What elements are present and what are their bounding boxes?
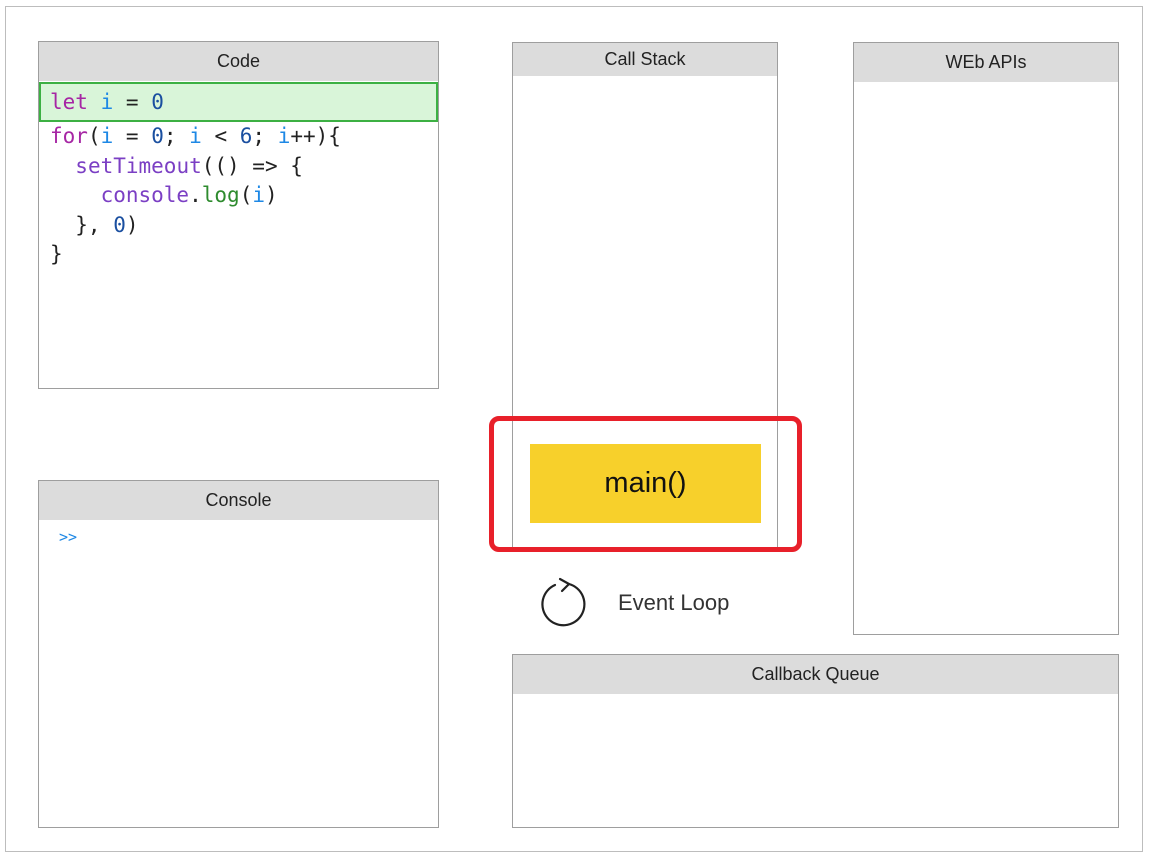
call-stack-attention-box xyxy=(489,416,802,552)
code-line-current: let i = 0 xyxy=(39,82,438,122)
code-token: console xyxy=(100,183,190,207)
code-token: ) xyxy=(125,212,139,237)
code-line: setTimeout(() => { xyxy=(39,152,438,182)
code-token: }, xyxy=(50,212,114,237)
code-token: . xyxy=(189,183,202,207)
code-token: = xyxy=(113,90,152,114)
code-token: for xyxy=(50,124,88,148)
console-prompt: >> xyxy=(59,528,78,546)
code-token xyxy=(50,183,101,207)
code-token: ; xyxy=(163,124,190,148)
code-token: let xyxy=(50,90,88,114)
console-panel-title: Console xyxy=(39,481,438,520)
code-token: ++){ xyxy=(290,124,341,148)
web-apis-panel: WEb APIs xyxy=(853,42,1119,635)
console-panel: Console >> xyxy=(38,480,439,828)
code-token: i xyxy=(277,124,291,148)
event-loop-label: Event Loop xyxy=(618,590,730,615)
code-panel-title: Code xyxy=(39,42,438,81)
loop-arrow-icon xyxy=(541,577,586,627)
code-token: } xyxy=(50,242,63,266)
code-token: ( xyxy=(239,183,253,207)
code-token: i xyxy=(252,183,265,207)
code-token: ( xyxy=(87,124,101,148)
code-token: 0 xyxy=(151,124,164,148)
web-apis-title: WEb APIs xyxy=(854,43,1118,82)
code-line: for(i = 0; i < 6; i++){ xyxy=(39,122,438,152)
call-stack-frame-main: main() xyxy=(530,444,761,523)
event-loop: Event Loop xyxy=(538,577,729,629)
code-token: 0 xyxy=(151,90,164,114)
code-token: setTimeout xyxy=(75,153,202,178)
code-line: console.log(i) xyxy=(39,181,438,211)
code-token: 0 xyxy=(113,212,126,237)
code-token: = xyxy=(113,124,152,148)
code-token: ; xyxy=(252,124,278,148)
callback-queue-panel: Callback Queue xyxy=(512,654,1119,828)
code-token: < xyxy=(201,124,240,148)
code-token: i xyxy=(189,124,202,148)
callback-queue-title: Callback Queue xyxy=(513,655,1118,694)
code-line: } xyxy=(39,240,438,270)
code-token: (() => { xyxy=(201,153,303,178)
code-token: log xyxy=(201,183,240,207)
code-token: i xyxy=(100,124,114,148)
call-stack-title: Call Stack xyxy=(513,43,777,76)
code-token: i xyxy=(100,90,114,114)
code-token xyxy=(88,90,101,114)
code-token: 6 xyxy=(239,124,253,148)
code-token xyxy=(50,154,75,178)
code-line: }, 0) xyxy=(39,211,438,241)
code-token: ) xyxy=(265,183,278,207)
